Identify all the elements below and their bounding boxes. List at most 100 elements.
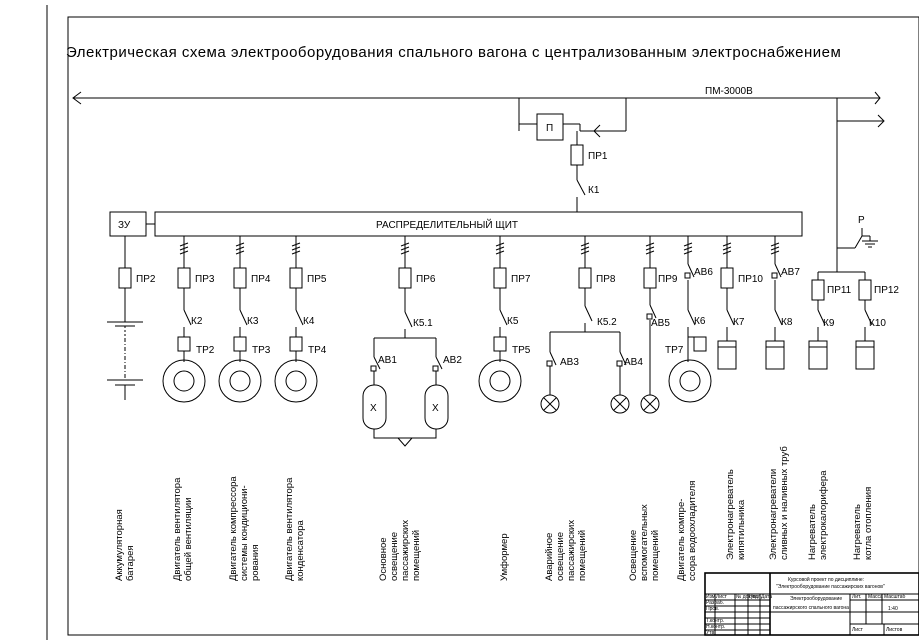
fuse-label: ПР10 — [738, 274, 763, 285]
breaker-label: АВ7 — [781, 267, 800, 278]
heater-branch — [855, 272, 875, 370]
stamp-sheets: Листов — [886, 627, 903, 633]
heater-branch — [717, 236, 737, 370]
transformer-label: ТР4 — [308, 345, 327, 356]
stamp-drawing-line2: пассажирского спального вагона — [773, 605, 849, 611]
lamp-mark: X — [432, 403, 439, 414]
contactor-label: К5 — [507, 316, 519, 327]
charger-label: ЗУ — [118, 220, 131, 231]
breaker-label: АВ4 — [624, 357, 643, 368]
contactor-label: К2 — [191, 316, 203, 327]
stamp-stage-header: Лит. — [852, 594, 861, 600]
breaker-label: АВ1 — [378, 355, 397, 366]
main-bus-line — [72, 91, 881, 105]
stamp-sheet: Лист — [852, 627, 864, 633]
breaker-label: АВ5 — [651, 318, 670, 329]
contactor-label: К4 — [303, 316, 315, 327]
heater-branch — [765, 236, 785, 370]
transformer-label: ТР2 — [196, 345, 215, 356]
relay-label: Р — [858, 215, 865, 226]
fuse-label: ПР3 — [195, 274, 215, 285]
diagram-title: Электрическая схема электрооборудования … — [66, 44, 841, 61]
fuse-label: ПР9 — [658, 274, 678, 285]
fuse-label: ПР5 — [307, 274, 327, 285]
contactor-label: К10 — [869, 318, 886, 329]
consumer-caption: Двигатель компрессорасистемы кондициони-… — [228, 476, 261, 581]
relay-section — [818, 228, 878, 273]
consumer-caption: Двигатель вентилятораконденсатора — [284, 477, 306, 581]
stamp-row-label: Разраб. — [706, 600, 724, 606]
motor-branch — [668, 236, 712, 403]
drawing-frame — [67, 16, 919, 636]
contactor-label: К5.1 — [413, 318, 433, 329]
contactor-label: К6 — [694, 316, 706, 327]
consumer-caption: Электронагревателисливных и наливных тру… — [768, 446, 790, 560]
contactor-label: К1 — [588, 185, 600, 196]
consumer-caption: Электронагревателькипятильника — [725, 469, 747, 560]
fuse-label: ПР6 — [416, 274, 436, 285]
breaker-label: АВ6 — [694, 267, 713, 278]
stamp-row-label: Подп. — [749, 594, 762, 600]
panel-label: РАСПРЕДЕЛИТЕЛЬНЫЙ ЩИТ — [376, 218, 518, 231]
lamp-mark: X — [370, 403, 377, 414]
consumer-caption: Нагревателькотла отопления — [852, 487, 874, 560]
contactor-label: К9 — [823, 318, 835, 329]
transformer-label: ТР5 — [512, 345, 531, 356]
consumer-caption: Освещениевспомогательныхпомещений — [628, 504, 661, 581]
stamp-row-label: Т.контр. — [706, 618, 724, 624]
stamp-project-line1: Курсовой проект по дисциплине: — [788, 576, 864, 583]
motor-branch — [162, 236, 206, 403]
contactor-label: К5.2 — [597, 317, 617, 328]
fuse-label: ПР8 — [596, 274, 616, 285]
stamp-row-label: Лист — [716, 594, 728, 600]
consumer-caption: Двигатель компре-ссора водоохладителя — [676, 481, 698, 581]
consumer-caption: Аварийноеосвещениепассажирскихпомещений — [544, 520, 588, 581]
transformer-label: ТР3 — [252, 345, 271, 356]
stamp-row-label: Утв. — [706, 630, 716, 636]
stamp-drawing-line1: Электрооборудование — [790, 596, 842, 602]
fuse-label: ПР7 — [511, 274, 531, 285]
converter-label: П — [546, 123, 553, 134]
stamp-row-label: Пров. — [706, 606, 719, 612]
stamp-row-label: Дата — [761, 594, 772, 600]
contactor-label: К3 — [247, 316, 259, 327]
emergency-lighting-branch — [540, 236, 630, 414]
lighting-branch — [362, 236, 449, 447]
stamp-scale-header: Масштаб — [884, 594, 906, 600]
contactor-label: К8 — [781, 317, 793, 328]
battery-fuse-label: ПР2 — [136, 274, 156, 285]
heater-branch — [808, 272, 828, 370]
breaker-label: АВ3 — [560, 357, 579, 368]
stamp-project-line2: "Электрооборудование пассажирских вагоно… — [776, 584, 885, 590]
converter-block — [518, 98, 627, 141]
stamp-row-label: Н.контр. — [706, 624, 725, 630]
consumer-captions: Аккумуляторнаябатарея Двигатель вентилят… — [114, 446, 874, 581]
stamp-mass-header: Масса — [868, 594, 883, 600]
stamp-row-label: № докум. — [736, 594, 758, 600]
battery-branch — [107, 236, 143, 400]
contactor-symbol — [576, 179, 586, 196]
motor-branch — [218, 236, 262, 403]
consumer-caption: Нагревательэлектрокалорифера — [807, 470, 829, 560]
fuse-label: ПР1 — [588, 151, 608, 162]
stamp-scale: 1:40 — [888, 606, 898, 612]
consumer-caption: Основноеосвещениепассажирскихпомещений — [378, 520, 422, 581]
consumer-caption: Умформер — [499, 533, 510, 581]
aux-lighting-branch — [640, 236, 660, 414]
fuse-label: ПР11 — [827, 285, 852, 296]
fuse-label: ПР4 — [251, 274, 271, 285]
contactor-label: К7 — [733, 317, 745, 328]
consumer-caption: Аккумуляторнаябатарея — [114, 509, 136, 581]
fuse-label: ПР12 — [874, 285, 899, 296]
fuse-symbol — [570, 144, 584, 166]
motor-branch — [478, 236, 522, 403]
motor-branch — [274, 236, 318, 403]
title-block — [704, 572, 919, 636]
transformer-label: ТР7 — [665, 345, 684, 356]
stamp-row-label: Изм. — [706, 594, 717, 600]
consumer-caption: Двигатель вентилятораобщей вентиляции — [172, 477, 194, 581]
bus-label: ПМ-3000В — [705, 86, 753, 97]
breaker-label: АВ2 — [443, 355, 462, 366]
